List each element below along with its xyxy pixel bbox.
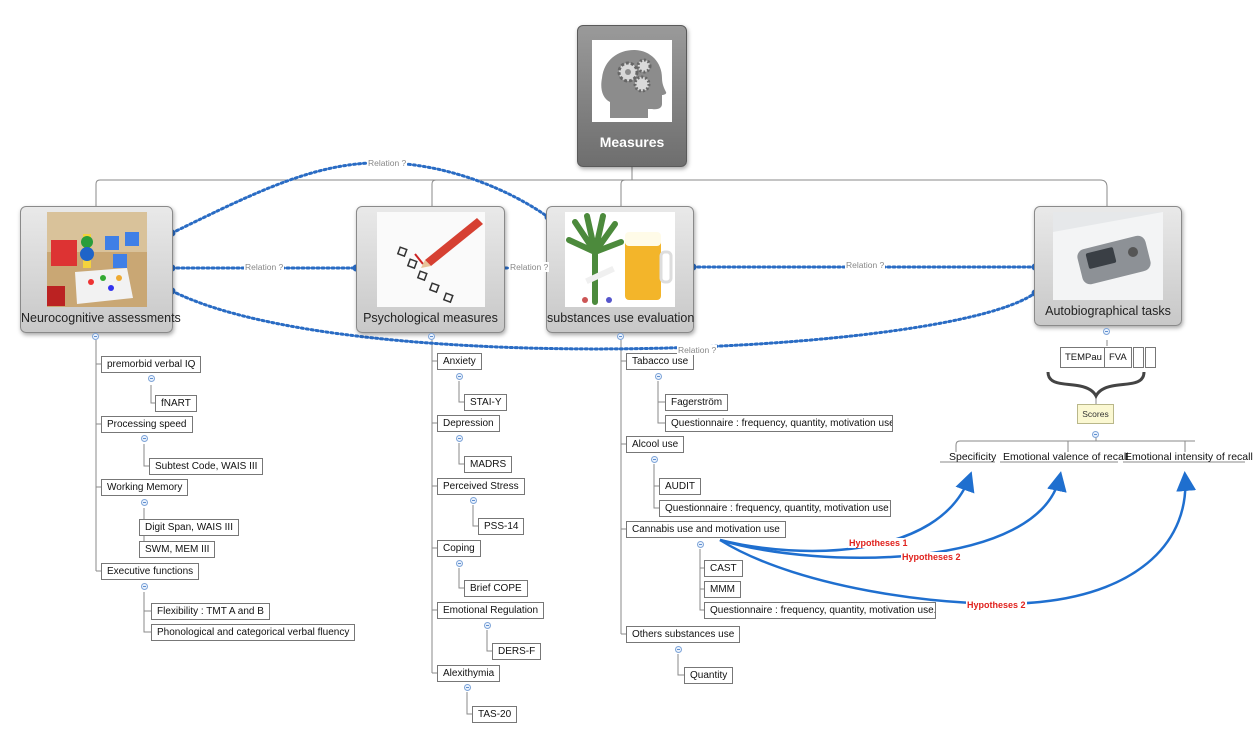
substances-card[interactable]: substances use evaluation (546, 206, 694, 333)
autobio-task-tempau[interactable]: TEMPau (1060, 347, 1107, 368)
autobiographical-card[interactable]: Autobiographical tasks (1034, 206, 1182, 326)
psych-item-stress[interactable]: Perceived Stress (437, 478, 525, 495)
subst-item-alcool[interactable]: Alcool use (626, 436, 685, 453)
relation-label-psych-substances: Relation ? (509, 262, 550, 272)
psych-leaf-madrs[interactable]: MADRS (464, 456, 513, 473)
subst-cannabis-toggle[interactable] (697, 541, 704, 548)
head-gears-icon (592, 40, 672, 122)
psych-alexithymia-toggle[interactable] (464, 684, 471, 691)
scores-collapse-toggle[interactable] (1092, 431, 1099, 438)
subst-tabacco-toggle[interactable] (655, 373, 662, 380)
autobiographical-collapse-toggle[interactable] (1103, 328, 1110, 335)
autobio-lines (940, 340, 1245, 463)
scores-brace (1046, 371, 1146, 400)
subst-item-others[interactable]: Others substances use (626, 626, 741, 643)
psychological-collapse-toggle[interactable] (428, 333, 435, 340)
subst-leaf-alcool-questionnaire[interactable]: Questionnaire : frequency, quantity, mot… (659, 500, 891, 517)
psych-tree-lines (431, 340, 492, 715)
score-emotional-valence[interactable]: Emotional valence of recall (1003, 451, 1129, 463)
root-title: Measures (599, 134, 665, 150)
substances-tree-lines (620, 340, 704, 676)
hypothesis-arrows (719, 471, 1197, 605)
neuro-leaf-flexibility[interactable]: Flexibility : TMT A and B (151, 603, 270, 620)
neuro-leaf-subtest-code[interactable]: Subtest Code, WAIS III (149, 458, 264, 475)
neuro-executive-toggle[interactable] (141, 583, 148, 590)
subst-leaf-quantity[interactable]: Quantity (684, 667, 734, 684)
neuro-premorbid-toggle[interactable] (148, 375, 155, 382)
neuro-item-processing[interactable]: Processing speed (101, 416, 193, 433)
neuro-leaf-digit-span[interactable]: Digit Span, WAIS III (139, 519, 239, 536)
cannabis-beer-icon (565, 212, 675, 307)
toys-blocks-icon (46, 212, 147, 307)
psych-regulation-toggle[interactable] (484, 622, 491, 629)
subst-leaf-cast[interactable]: CAST (704, 560, 743, 577)
root-connectors (95, 167, 1108, 206)
hypothesis-label-1: Hypotheses 1 (848, 538, 909, 548)
subst-alcool-toggle[interactable] (651, 456, 658, 463)
relation-label-substances-autobio: Relation ? (845, 260, 886, 270)
psych-item-coping[interactable]: Coping (437, 540, 481, 557)
relation-label-neuro-substances: Relation ? (367, 158, 408, 168)
subst-leaf-mmm[interactable]: MMM (704, 581, 741, 598)
psych-leaf-pss[interactable]: PSS-14 (478, 518, 525, 535)
neuro-item-premorbid[interactable]: premorbid verbal IQ (101, 356, 202, 373)
autobio-task-empty-1[interactable] (1133, 347, 1144, 368)
scores-node[interactable]: Scores (1077, 404, 1114, 424)
autobio-task-empty-2[interactable] (1145, 347, 1156, 368)
score-specificity[interactable]: Specificity (949, 451, 997, 463)
root-node[interactable]: Measures (577, 25, 687, 167)
psych-leaf-brief-cope[interactable]: Brief COPE (464, 580, 528, 597)
subst-item-cannabis[interactable]: Cannabis use and motivation use (626, 521, 786, 538)
neuro-leaf-fnart[interactable]: fNART (155, 395, 197, 412)
neuro-item-executive[interactable]: Executive functions (101, 563, 200, 580)
autobio-task-fva[interactable]: FVA (1104, 347, 1132, 368)
psych-item-depression[interactable]: Depression (437, 415, 500, 432)
subst-leaf-fagerstrom[interactable]: Fagerström (665, 394, 729, 411)
branch-title-substances: substances use evaluation (547, 311, 695, 325)
neuro-item-working-memory[interactable]: Working Memory (101, 479, 189, 496)
relation-label-neuro-psych: Relation ? (244, 262, 285, 272)
subst-item-tabacco[interactable]: Tabacco use (626, 353, 695, 370)
subst-leaf-tabacco-questionnaire[interactable]: Questionnaire : frequency, quantity, mot… (665, 415, 893, 432)
psychological-card[interactable]: Psychological measures (356, 206, 505, 333)
checklist-pencil-icon (376, 212, 485, 307)
psych-item-emotional-regulation[interactable]: Emotional Regulation (437, 602, 545, 619)
psych-leaf-tas[interactable]: TAS-20 (472, 706, 518, 723)
subst-leaf-audit[interactable]: AUDIT (659, 478, 701, 495)
psych-leaf-stai[interactable]: STAI-Y (464, 394, 508, 411)
branch-title-psychological: Psychological measures (363, 311, 498, 325)
neurocognitive-collapse-toggle[interactable] (92, 333, 99, 340)
subst-others-toggle[interactable] (675, 646, 682, 653)
substances-collapse-toggle[interactable] (617, 333, 624, 340)
subst-leaf-cannabis-questionnaire[interactable]: Questionnaire : frequency, quantity, mot… (704, 602, 936, 619)
voice-recorder-icon (1053, 212, 1163, 300)
psych-coping-toggle[interactable] (456, 560, 463, 567)
psych-leaf-ders[interactable]: DERS-F (492, 643, 542, 660)
branch-title-neurocognitive: Neurocognitive assessments (21, 311, 181, 325)
neuro-processing-toggle[interactable] (141, 435, 148, 442)
neuro-working-memory-toggle[interactable] (141, 499, 148, 506)
neuro-leaf-swm[interactable]: SWM, MEM III (139, 541, 216, 558)
psych-stress-toggle[interactable] (470, 497, 477, 504)
relation-label-neuro-autobio: Relation ? (677, 345, 718, 355)
psych-item-alexithymia[interactable]: Alexithymia (437, 665, 501, 682)
psych-item-anxiety[interactable]: Anxiety (437, 353, 482, 370)
psych-depression-toggle[interactable] (456, 435, 463, 442)
score-emotional-intensity[interactable]: Emotional intensity of recall (1125, 451, 1253, 463)
branch-title-autobiographical: Autobiographical tasks (1045, 304, 1171, 318)
neuro-leaf-fluency[interactable]: Phonological and categorical verbal flue… (151, 624, 356, 641)
neurocognitive-card[interactable]: Neurocognitive assessments (20, 206, 181, 333)
psych-anxiety-toggle[interactable] (456, 373, 463, 380)
hypothesis-label-3: Hypotheses 2 (966, 600, 1027, 610)
hypothesis-label-2: Hypotheses 2 (901, 552, 962, 562)
neuro-tree-lines (95, 340, 155, 633)
